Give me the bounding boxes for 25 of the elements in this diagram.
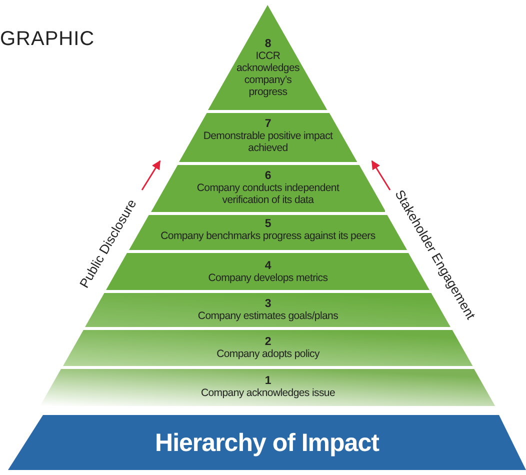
tier-text: Company develops metrics — [207, 272, 329, 284]
tier-number: 8 — [264, 38, 272, 50]
tier-text: ICCR acknowledges company’s progress — [236, 50, 300, 98]
pyramid-tier — [178, 113, 358, 162]
tier-text: Company acknowledges issue — [200, 387, 336, 399]
tier-text: Company conducts independent verification of its data — [196, 182, 340, 206]
tier-number: 6 — [264, 170, 272, 182]
title-band — [8, 415, 526, 470]
tier-number: 5 — [264, 218, 272, 230]
tier-text: Company benchmarks progress against its peers — [160, 230, 376, 242]
tier-number: 7 — [264, 118, 272, 130]
title-text: Hierarchy of Impact — [154, 428, 380, 458]
tier-number: 1 — [264, 375, 272, 387]
tier-number: 2 — [264, 336, 272, 348]
pyramid-tier — [208, 5, 328, 110]
tier-number: 3 — [264, 298, 272, 310]
heading-text: GRAPHIC — [0, 28, 95, 51]
pyramid-tier — [106, 253, 430, 290]
tier-text: Demonstrable positive impact achieved — [202, 130, 333, 154]
pyramid-tier — [150, 165, 386, 212]
pyramid-tier — [63, 330, 473, 366]
pyramid-tier — [40, 369, 496, 406]
tier-number: 4 — [264, 260, 272, 272]
tier-text: Company adopts policy — [216, 348, 321, 360]
tier-text: Company estimates goals/plans — [196, 310, 340, 322]
